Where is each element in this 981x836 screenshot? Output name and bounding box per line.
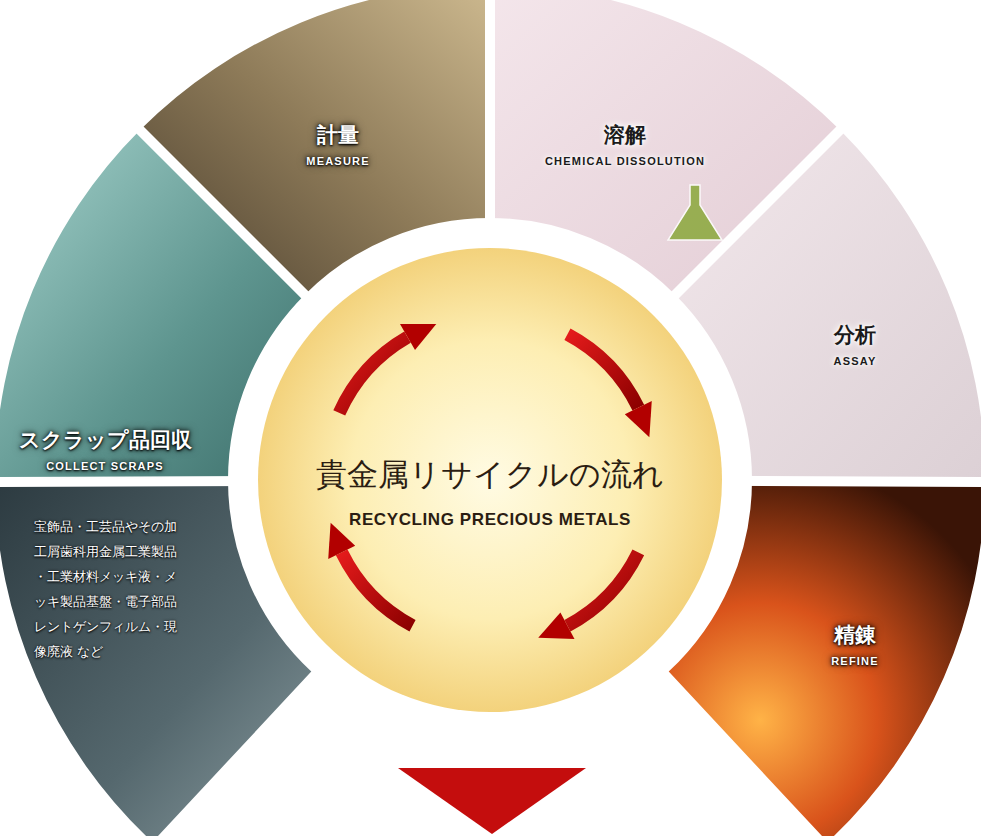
label-main: 分析 <box>834 323 877 348</box>
label-main: 溶解 <box>545 123 705 148</box>
cycle-arrowhead <box>538 612 574 638</box>
flask-icon <box>668 185 722 240</box>
assay-photo <box>675 130 981 480</box>
cycle-arrowhead <box>625 401 652 437</box>
step-label: 分析 ASSAY <box>830 321 881 369</box>
label-sub: CHEMICAL DISSOLUTION <box>545 155 705 167</box>
label-sub: REFINE <box>831 655 879 667</box>
yellow-disc <box>258 248 722 712</box>
label-sub: MEASURE <box>306 155 369 167</box>
description-block: 宝飾品・工芸品やその加 工屑歯科用金属工業製品 ・工業材料メッキ液・メ ッキ製品… <box>34 514 181 664</box>
label-main: 宝飾品・工芸品やその加 工屑歯科用金属工業製品 ・工業材料メッキ液・メ ッキ製品… <box>34 514 181 664</box>
label-main: スクラップ品回収 <box>19 428 192 453</box>
title-circle: 貴金属リサイクルの流れ RECYCLING PRECIOUS METALS <box>258 248 722 712</box>
label-sub: COLLECT SCRAPS <box>19 460 192 472</box>
cycle-arrow <box>567 552 638 625</box>
circle-text: 貴金属リサイクルの流れ RECYCLING PRECIOUS METALS <box>258 454 722 530</box>
label-main: 精錬 <box>831 623 879 648</box>
cycle-arrow <box>567 334 638 407</box>
step-label: 精錬 REFINE <box>827 621 883 669</box>
label-sub: RECYCLING PRECIOUS METALS <box>258 510 722 530</box>
down-triangle <box>398 768 586 834</box>
cycle-arrow <box>342 552 413 625</box>
label-main: 貴金属リサイクルの流れ <box>258 454 722 496</box>
label-sub: ASSAY <box>834 355 877 367</box>
step-label: 計量 MEASURE <box>302 121 373 169</box>
cycle-arrowhead <box>400 324 436 350</box>
step-label: スクラップ品回収 COLLECT SCRAPS <box>15 426 196 474</box>
label-main: 計量 <box>306 123 369 148</box>
step-label: 溶解 CHEMICAL DISSOLUTION <box>541 121 709 169</box>
cycle-arrow <box>339 337 407 413</box>
circuit-photo <box>0 130 305 480</box>
